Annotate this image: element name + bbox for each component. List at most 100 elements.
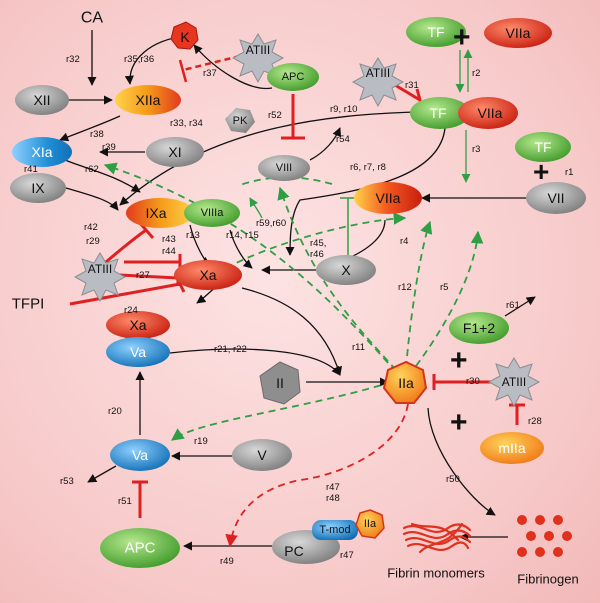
node-xii: XII xyxy=(15,85,69,115)
tf-r1-label: TF xyxy=(534,139,551,155)
label-r4: r4 xyxy=(400,236,408,247)
label-r13: r13 xyxy=(186,230,200,241)
label-r43: r43 xyxy=(162,234,176,245)
va-complex-label: Va xyxy=(130,344,146,360)
node-iia: IIa xyxy=(382,360,428,404)
label-r50: r50 xyxy=(446,474,460,485)
node-pc-complex: PC T-mod IIa xyxy=(272,509,385,564)
label-r59-60: r59,r60 xyxy=(256,218,286,229)
xia-label: XIa xyxy=(31,144,52,160)
label-r35-36: r35,r36 xyxy=(124,54,154,65)
node-miia: mIIa xyxy=(480,432,544,464)
label-r9-10: r9, r10 xyxy=(330,104,357,115)
label-r24: r24 xyxy=(124,305,138,316)
va-label: Va xyxy=(132,447,148,463)
label-r3: r3 xyxy=(472,144,480,155)
label-r54: r54 xyxy=(336,134,350,145)
xa-complex-label: Xa xyxy=(129,317,146,333)
label-r53: r53 xyxy=(60,476,74,487)
f12-label: F1+2 xyxy=(463,320,496,336)
node-apc-top: APC xyxy=(267,63,319,91)
plus-sign-3: + xyxy=(450,344,468,377)
node-ix: IX xyxy=(10,173,66,203)
thrombin-feedback-edges xyxy=(103,162,484,441)
atiii-label: ATIII xyxy=(246,43,270,57)
xa-label: Xa xyxy=(199,267,216,283)
fibrinogen-icon xyxy=(517,515,572,557)
xi-label: XI xyxy=(168,144,181,160)
xiia-label: XIIa xyxy=(136,92,161,108)
label-r49: r49 xyxy=(220,556,234,567)
label-r38: r38 xyxy=(90,129,104,140)
label-r20: r20 xyxy=(108,406,122,417)
node-tf-r1: TF xyxy=(515,132,571,162)
label-r47: r47 xyxy=(340,550,354,561)
x-label: X xyxy=(341,262,351,278)
node-tf-top: TF xyxy=(406,17,466,47)
node-x: X xyxy=(316,255,376,285)
activation-edges xyxy=(59,30,536,551)
node-xi: XI xyxy=(146,137,204,167)
label-r45: r45,r46 xyxy=(310,238,326,260)
label-r44: r44 xyxy=(162,246,176,257)
node-xa-va-complex: Xa Va xyxy=(106,311,170,367)
iia-label: IIa xyxy=(398,375,414,391)
label-r41: r41 xyxy=(24,164,38,175)
label-r2: r2 xyxy=(472,68,480,79)
node-atiii-left: ATIII xyxy=(73,252,127,303)
viia-mid-label: VIIa xyxy=(376,190,401,206)
ii-label: II xyxy=(276,375,284,391)
label-r31: r31 xyxy=(405,80,419,91)
node-v: V xyxy=(232,439,292,471)
viia-top-label: VIIa xyxy=(506,25,531,41)
node-apc-bottom: APC xyxy=(100,528,180,568)
plus-sign-2: + xyxy=(533,156,549,187)
pc-label: PC xyxy=(284,543,303,559)
label-r33-34: r33, r34 xyxy=(170,118,203,129)
ix-label: IX xyxy=(31,180,45,196)
node-viia-top: VIIa xyxy=(484,18,552,48)
tmod-label: T-mod xyxy=(319,524,350,536)
node-xia: XIa xyxy=(12,137,72,167)
label-r51: r51 xyxy=(118,496,132,507)
node-xiia: XIIa xyxy=(115,85,181,115)
label-r32: r32 xyxy=(66,54,80,65)
k-label: K xyxy=(180,29,190,45)
reaction-labels: r32 r35,r36 r37 r33, r34 r38 r39 r62 r41… xyxy=(24,54,573,567)
node-ii: II xyxy=(259,361,301,405)
node-vii: VII xyxy=(526,182,586,214)
fibrin-label: Fibrin monomers xyxy=(387,566,485,581)
node-pk: PK xyxy=(225,108,255,133)
label-r39: r39 xyxy=(102,142,116,153)
label-r62: r62 xyxy=(85,164,99,175)
node-atiii-r31: ATIII xyxy=(351,57,405,108)
protein-c-activation-edge xyxy=(225,403,409,548)
node-tf-viia-complex: TF VIIa xyxy=(410,97,518,129)
viiia-label: VIIIa xyxy=(201,207,225,219)
plus-sign-1: + xyxy=(453,21,471,54)
node-xa: Xa xyxy=(174,260,242,290)
label-r52: r52 xyxy=(268,110,282,121)
label-r28: r28 xyxy=(528,416,542,427)
node-viia-mid: VIIa xyxy=(354,182,422,214)
node-kallikrein: K xyxy=(170,21,199,50)
node-va: Va xyxy=(110,439,170,471)
node-ixa-viiia-complex: IXa VIIIa xyxy=(126,198,240,228)
v-label: V xyxy=(257,447,267,463)
ca-label: CA xyxy=(81,10,104,27)
node-ca: CA xyxy=(81,10,104,27)
label-r37: r37 xyxy=(203,68,217,79)
label-r11: r11 xyxy=(352,342,365,353)
atiii-r31-label: ATIII xyxy=(366,66,390,80)
pk-label: PK xyxy=(233,115,248,127)
feedback-edges xyxy=(249,49,473,219)
vii-label: VII xyxy=(547,190,564,206)
node-viii: VIII xyxy=(258,155,310,181)
label-r42: r42 xyxy=(84,222,98,233)
label-r14-15: r14, r15 xyxy=(226,230,259,241)
label-r5: r5 xyxy=(440,282,448,293)
iia-pc-label: IIa xyxy=(364,518,377,530)
miia-label: mIIa xyxy=(498,440,525,456)
tfpi-label: TFPI xyxy=(12,296,45,313)
